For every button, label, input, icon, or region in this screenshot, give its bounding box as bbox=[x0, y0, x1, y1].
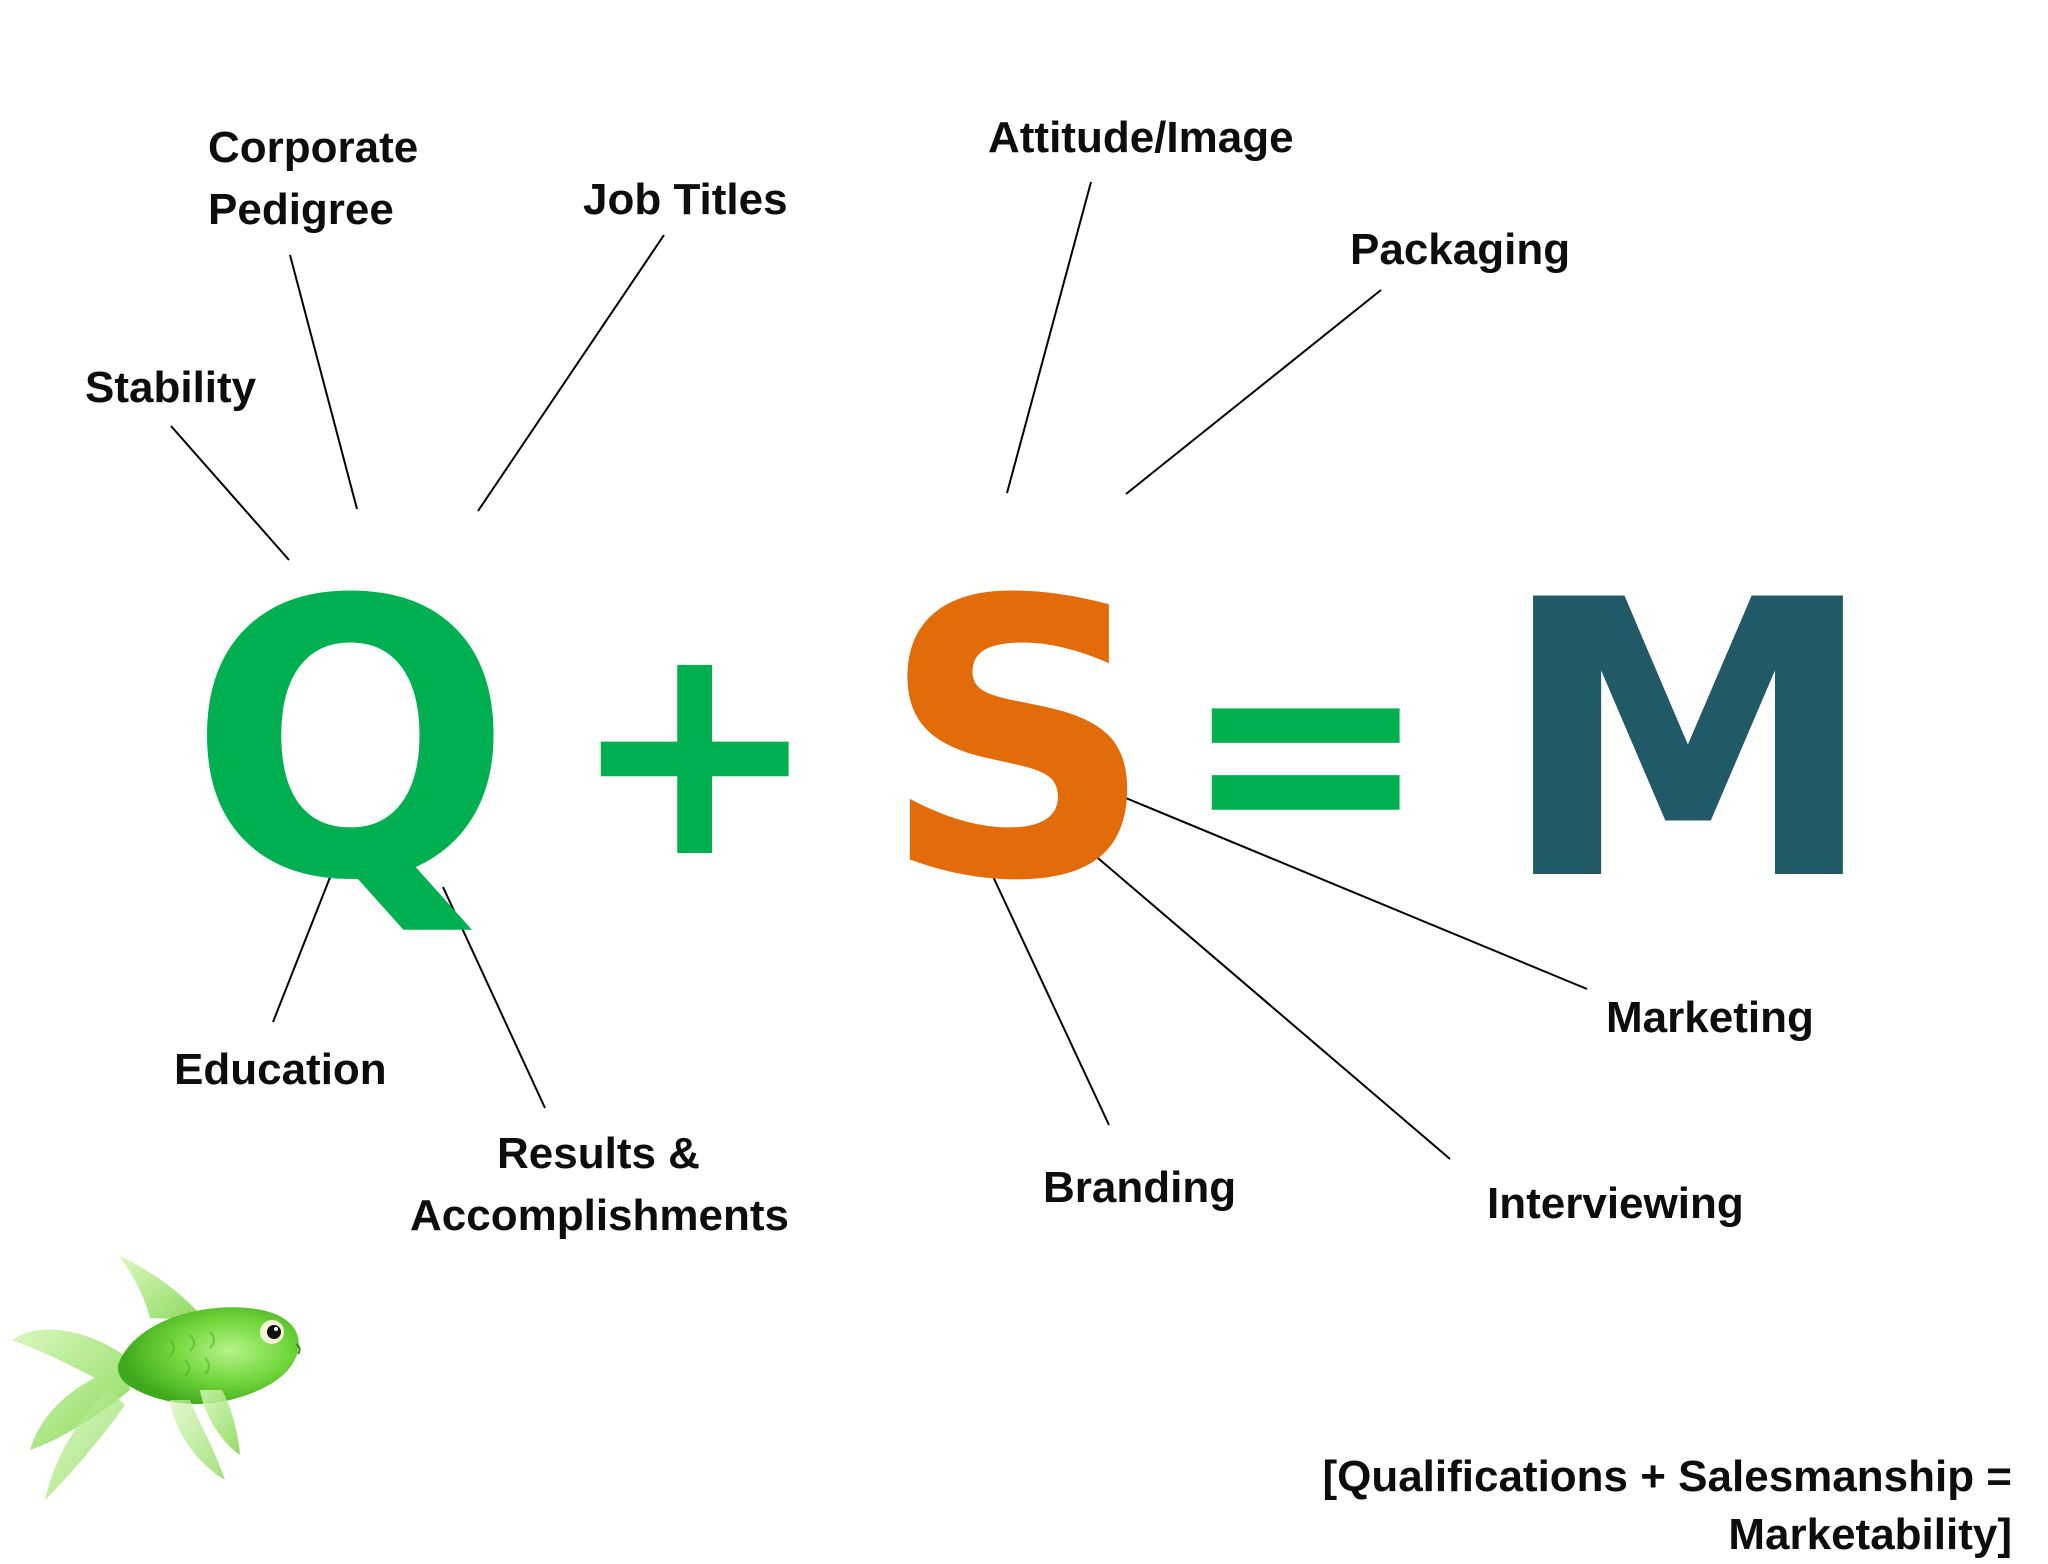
m-letter: M bbox=[1498, 520, 1879, 965]
connector-interviewing bbox=[1091, 852, 1451, 1160]
connector-marketing bbox=[1091, 783, 1588, 990]
s-letter: S bbox=[880, 520, 1156, 965]
connector-job-titles bbox=[477, 234, 665, 512]
label-marketing: Marketing bbox=[1606, 993, 1814, 1042]
connector-results bbox=[442, 886, 546, 1109]
label-education: Education bbox=[174, 1045, 387, 1094]
footer-line-2: Marketability] bbox=[1728, 1510, 2012, 1559]
label-accomplishments: Accomplishments bbox=[410, 1191, 789, 1240]
label-job-titles: Job Titles bbox=[583, 175, 788, 224]
label-branding: Branding bbox=[1043, 1163, 1237, 1212]
q-letter: Q bbox=[188, 520, 513, 965]
footer-caption: [Qualifications + Salesmanship = Marketa… bbox=[1322, 1448, 2012, 1564]
connector-stability bbox=[170, 425, 290, 561]
label-results: Results & bbox=[497, 1129, 700, 1178]
connector-packaging bbox=[1125, 289, 1382, 495]
connector-corporate-pedigree bbox=[289, 254, 358, 510]
label-attitude-image: Attitude/Image bbox=[988, 113, 1294, 162]
connector-attitude-image bbox=[1006, 181, 1092, 494]
goldfish-icon bbox=[12, 1256, 301, 1500]
plus-sign: + bbox=[569, 575, 821, 924]
label-corporate: Corporate bbox=[208, 123, 419, 172]
connector-branding bbox=[989, 869, 1110, 1126]
label-pedigree: Pedigree bbox=[208, 185, 394, 234]
footer-line-1: [Qualifications + Salesmanship = bbox=[1322, 1452, 2012, 1501]
label-stability: Stability bbox=[85, 363, 257, 412]
equals-sign: = bbox=[1180, 575, 1432, 924]
label-interviewing: Interviewing bbox=[1487, 1179, 1744, 1228]
label-packaging: Packaging bbox=[1350, 225, 1571, 274]
connector-education bbox=[272, 851, 341, 1023]
